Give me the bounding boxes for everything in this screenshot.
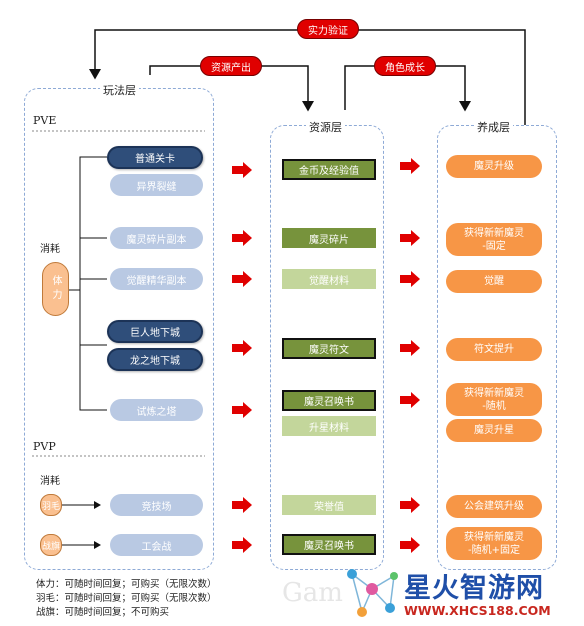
notes: 体力：可随时间回复；可购买（无限次数） 羽毛：可随时间回复；可购买（无限次数） … <box>36 578 217 620</box>
awaken-material-box: 觉醒材料 <box>282 269 376 289</box>
gold-exp-box: 金币及经验值 <box>282 159 376 180</box>
awaken-box: 觉醒 <box>446 270 542 293</box>
red-arrow <box>400 537 420 553</box>
watermark-url: WWW.XHCS188.COM <box>404 603 551 618</box>
red-arrow <box>400 271 420 287</box>
honor-box: 荣誉值 <box>282 495 376 515</box>
red-arrow <box>232 230 252 246</box>
red-arrow <box>400 392 420 408</box>
awaken-elite-dungeon-box: 觉醒精华副本 <box>110 268 203 290</box>
watermark-network-icon <box>347 569 398 617</box>
spirit-shard-dungeon-box: 魔灵碎片副本 <box>110 227 203 249</box>
rune-upgrade-box: 符文提升 <box>446 338 542 361</box>
watermark-title: 星火智游网 <box>404 573 544 604</box>
note-line: 羽毛：可随时间回复；可购买（无限次数） <box>36 593 217 604</box>
normal-stage-box: 普通关卡 <box>107 146 203 169</box>
resource-output-pill: 资源产出 <box>200 56 262 76</box>
red-arrow <box>232 271 252 287</box>
gameplay-layer-title: 玩法层 <box>100 82 139 98</box>
red-arrow <box>232 162 252 178</box>
note-line: 体力：可随时间回复；可购买（无限次数） <box>36 579 217 590</box>
arena-box: 竞技场 <box>110 494 203 516</box>
red-arrow <box>232 537 252 553</box>
star-material-box: 升星材料 <box>282 416 376 436</box>
stamina-oval: 体力 <box>42 262 69 316</box>
red-arrow <box>400 497 420 513</box>
summon-scroll-2-box: 魔灵召唤书 <box>282 534 376 555</box>
new-spirit-fixed-box: 获得新新魔灵 -固定 <box>446 223 542 256</box>
spirit-rune-box: 魔灵符文 <box>282 338 376 359</box>
red-arrow <box>232 497 252 513</box>
guild-building-box: 公会建筑升级 <box>446 495 542 518</box>
consume-label-pve: 消耗 <box>40 244 60 255</box>
trial-tower-box: 试炼之塔 <box>110 399 203 421</box>
growth-layer-title: 养成层 <box>474 119 513 135</box>
dragon-dungeon-box: 龙之地下城 <box>107 348 203 371</box>
pvp-label: PVP <box>33 440 56 453</box>
pve-label: PVE <box>33 114 57 127</box>
role-growth-pill: 角色成长 <box>374 56 436 76</box>
red-arrow <box>400 340 420 356</box>
note-line: 战旗：可随时间回复；不可购买 <box>36 607 170 618</box>
war-flag-oval: 战旗 <box>40 534 62 556</box>
consume-label-pvp: 消耗 <box>40 476 60 487</box>
spirit-levelup-box: 魔灵升级 <box>446 155 542 178</box>
resource-layer-title: 资源层 <box>306 119 345 135</box>
new-spirit-random-box: 获得新新魔灵 -随机 <box>446 383 542 416</box>
red-arrow <box>232 340 252 356</box>
red-arrow <box>232 402 252 418</box>
feather-oval: 羽毛 <box>40 494 62 516</box>
otherworld-rift-box: 异界裂缝 <box>110 174 203 196</box>
new-spirit-random-fixed-box: 获得新新魔灵 -随机+固定 <box>446 527 542 560</box>
summon-scroll-box: 魔灵召唤书 <box>282 390 376 411</box>
guild-war-box: 工会战 <box>110 534 203 556</box>
spirit-star-box: 魔灵升星 <box>446 419 542 442</box>
strength-verify-pill: 实力验证 <box>297 19 359 39</box>
giant-dungeon-box: 巨人地下城 <box>107 320 203 343</box>
red-arrow <box>400 158 420 174</box>
watermark-faint-text: Gam <box>282 578 343 608</box>
spirit-shard-box: 魔灵碎片 <box>282 228 376 248</box>
red-arrow <box>400 230 420 246</box>
